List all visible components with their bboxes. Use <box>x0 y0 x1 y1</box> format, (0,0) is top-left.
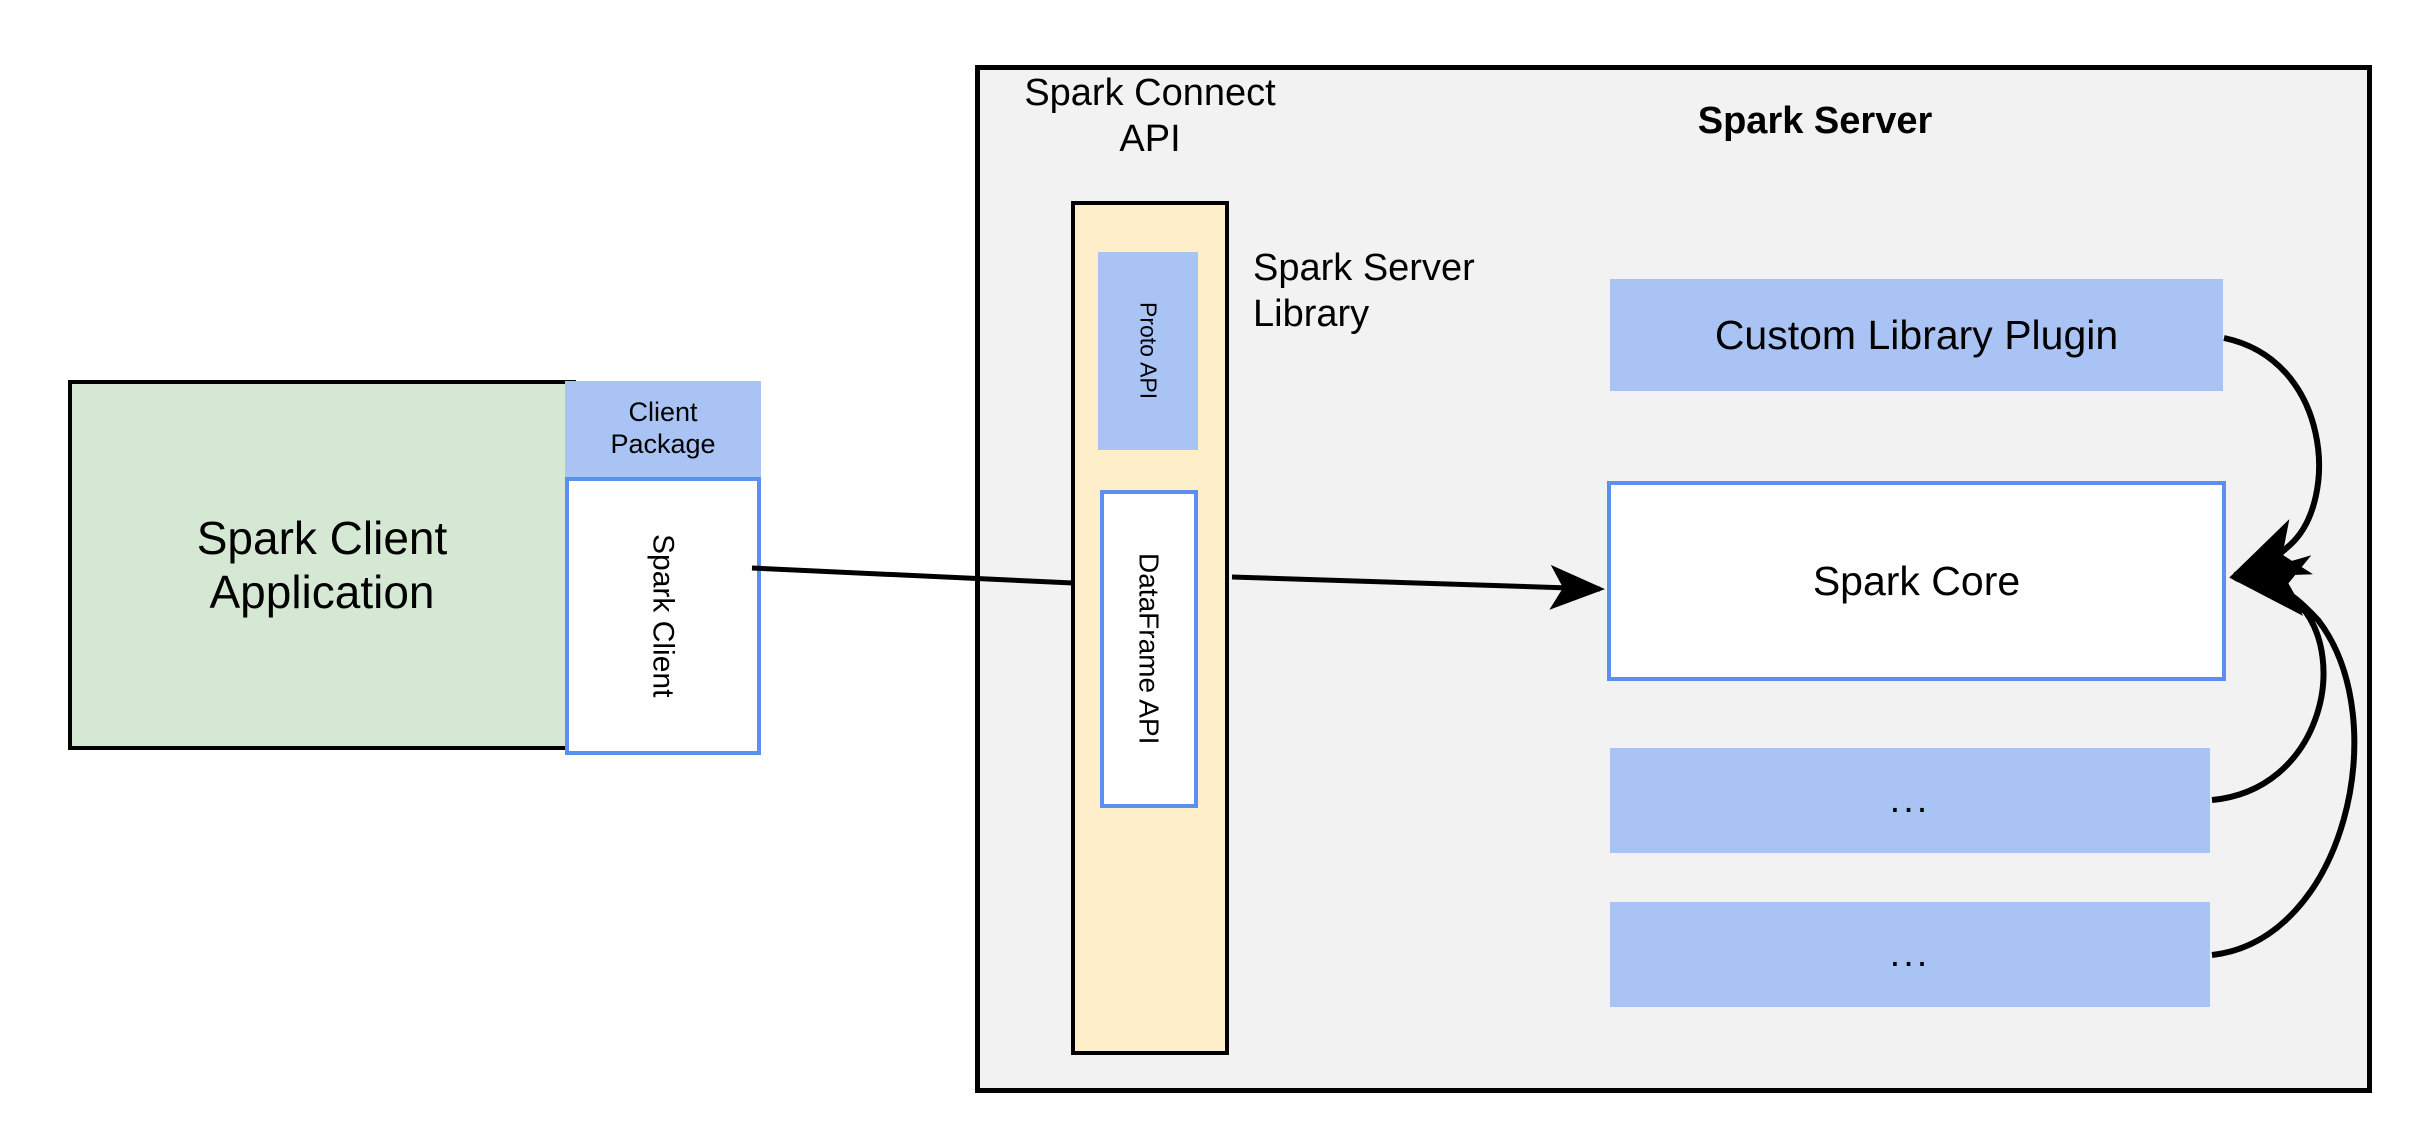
spark-connect-api-label-line2: API <box>1119 118 1181 161</box>
spark-client-application-box[interactable]: Spark Client Application <box>68 380 576 750</box>
custom-library-plugin-box[interactable]: Custom Library Plugin <box>1610 279 2223 391</box>
dataframe-api-label: DataFrame API <box>1133 553 1165 745</box>
client-package-label-line1: Client <box>628 397 698 428</box>
spark-client-label: Spark Client <box>646 534 680 698</box>
proto-api-box[interactable]: Proto API <box>1098 252 1198 450</box>
spark-connect-api-label: Spark Connect API <box>1000 70 1300 163</box>
proto-api-label: Proto API <box>1135 302 1162 400</box>
placeholder-component-box-2[interactable]: ... <box>1610 902 2210 1007</box>
client-package-box[interactable]: Client Package <box>565 381 761 477</box>
spark-connect-api-label-line1: Spark Connect <box>1024 72 1276 114</box>
spark-client-application-label-line1: Spark Client <box>196 511 448 564</box>
spark-core-box[interactable]: Spark Core <box>1607 481 2226 681</box>
custom-library-plugin-label: Custom Library Plugin <box>1714 311 2119 358</box>
placeholder-component-label-1: ... <box>1889 779 1931 822</box>
spark-core-label: Spark Core <box>1812 557 2021 604</box>
spark-server-library-label-line2: Library <box>1253 293 1370 336</box>
placeholder-component-label-2: ... <box>1889 933 1931 976</box>
spark-server-library-label: Spark Server Library <box>1253 245 1573 338</box>
placeholder-component-box-1[interactable]: ... <box>1610 748 2210 853</box>
dataframe-api-box[interactable]: DataFrame API <box>1100 490 1198 808</box>
spark-client-application-label-line2: Application <box>209 566 435 618</box>
spark-server-title: Spark Server <box>1697 100 1933 142</box>
client-package-label-line2: Package <box>610 429 716 459</box>
spark-server-library-label-line1: Spark Server <box>1253 247 1475 289</box>
spark-client-box[interactable]: Spark Client <box>565 477 761 755</box>
